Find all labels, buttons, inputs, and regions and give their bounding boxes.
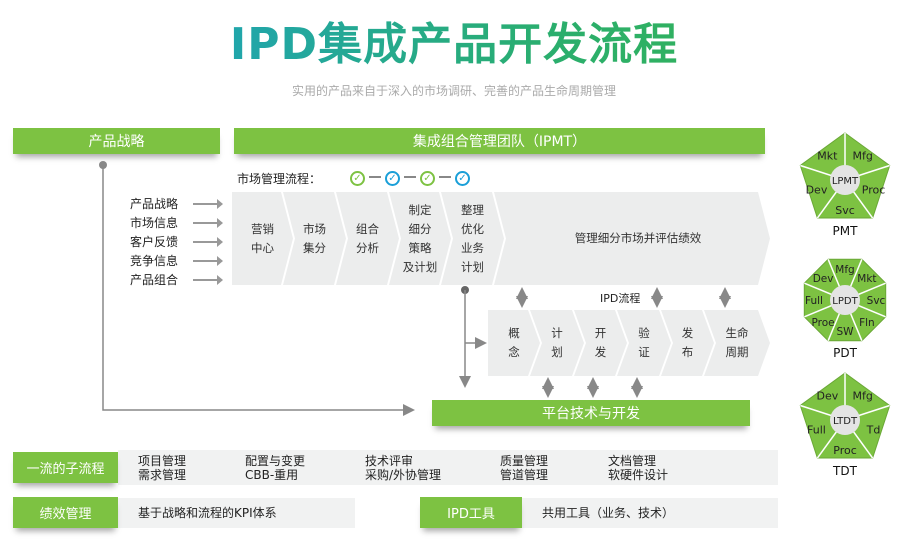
team-member: Svc [835, 204, 855, 217]
arrowhead-icon [217, 275, 223, 285]
arrowhead-icon [217, 199, 223, 209]
team-center [830, 405, 860, 435]
arrow-icon [193, 241, 219, 243]
subprocess-item: 软硬件设计 [608, 468, 669, 482]
subprocess-item: 配置与变更 [245, 454, 306, 468]
team-center [830, 285, 860, 315]
ipmt-box: 集成组合管理团队（IPMT） [234, 128, 765, 154]
team-member: Mfg [852, 390, 872, 403]
arrow-icon [193, 260, 219, 262]
market-step: 营销 中心 [232, 192, 293, 285]
team-member: Mkt [857, 273, 876, 285]
input-label: 客户反馈 [130, 235, 179, 249]
check-icon: ✓ [350, 171, 365, 186]
arrowhead-icon [217, 237, 223, 247]
product-strategy-box: 产品战略 [13, 128, 220, 154]
arrowhead-icon [217, 256, 223, 266]
subprocess-item: 项目管理 [138, 454, 187, 468]
team-name: TDT [832, 464, 858, 478]
market-process-label: 市场管理流程： [237, 172, 322, 186]
input-label: 产品战略 [130, 197, 179, 211]
subtitle: 实用的产品来自于深入的市场调研、完善的产品生命周期管理 [291, 84, 616, 98]
page-title: IPD集成产品开发流程 [0, 8, 908, 72]
team-diagrams: MfgProcSvcDevMktLPMTPMTMfgMktSvcFlnSWPro… [799, 132, 891, 478]
team-member: SW [836, 326, 854, 338]
team-member: Proe [812, 317, 835, 329]
check-icon: ✓ [385, 171, 400, 186]
input-label: 产品组合 [130, 273, 179, 287]
team-member: Dev [806, 183, 828, 196]
team-member: Proc [862, 183, 886, 196]
team-member: Svc [867, 295, 886, 307]
team-name: PDT [833, 346, 857, 360]
subprocess-item: 技术评审 [365, 454, 414, 468]
team-member: Mfg [835, 264, 854, 276]
tools-text: 共用工具（业务、技术） [542, 506, 675, 520]
arrow-icon [193, 203, 219, 205]
team-name: PMT [833, 224, 859, 238]
subprocess-item: 文档管理 [608, 454, 657, 468]
ipd-flow-label: IPD流程 [600, 292, 641, 305]
team-member: Fln [859, 317, 875, 329]
tools-bar [522, 498, 778, 528]
team-member: Mkt [817, 150, 838, 163]
performance-bar [118, 498, 355, 528]
team-lead: LTDT [833, 416, 858, 427]
team-member: Dev [816, 390, 838, 403]
arrow-icon [193, 222, 219, 224]
subprocess-item: 需求管理 [138, 468, 187, 482]
tools-box: IPD工具 [420, 497, 522, 528]
performance-box: 绩效管理 [13, 497, 118, 528]
platform-box: 平台技术与开发 [432, 400, 750, 426]
market-step: 管理细分市场并评估绩效 [494, 192, 770, 285]
team-lead: LPDT [832, 296, 858, 307]
check-sequence: ✓ ✓ ✓ ✓ [350, 166, 470, 186]
dash [439, 175, 451, 178]
check-icon: ✓ [455, 171, 470, 186]
arrowhead-icon [217, 218, 223, 228]
subprocess-item: 采购/外协管理 [365, 468, 442, 482]
subprocess-item: CBB-重用 [245, 468, 299, 482]
team-member: Mfg [852, 150, 872, 163]
subprocess-item: 管道管理 [500, 468, 549, 482]
team-lead: LPMT [832, 176, 859, 187]
input-label: 市场信息 [130, 216, 179, 230]
team-center [830, 165, 860, 195]
performance-text: 基于战略和流程的KPI体系 [138, 506, 277, 520]
team-member: Td [866, 423, 881, 436]
arrow-icon [193, 279, 219, 281]
team-member: Dev [813, 273, 834, 285]
ipd-step: 概 念 [488, 310, 540, 376]
check-icon: ✓ [420, 171, 435, 186]
team-member: Full [807, 423, 826, 436]
subprocess-item: 质量管理 [500, 454, 549, 468]
dash [369, 175, 381, 178]
dash [404, 175, 416, 178]
subprocess-bar [118, 450, 778, 485]
subprocess-box: 一流的子流程 [13, 452, 118, 483]
team-member: Proc [833, 444, 857, 457]
input-label: 竞争信息 [130, 254, 179, 268]
team-member: Full [805, 295, 823, 307]
